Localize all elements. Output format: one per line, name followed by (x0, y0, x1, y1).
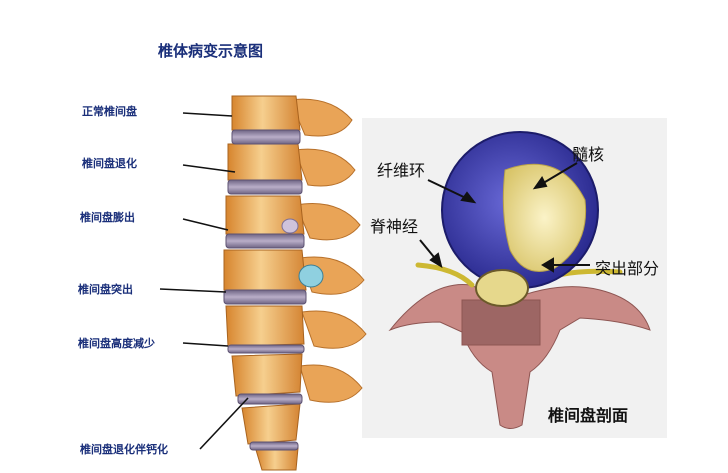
label-normal-disc: 正常椎间盘 (82, 105, 137, 118)
label-disc-herniation: 椎间盘突出 (78, 283, 133, 296)
intervertebral-discs (223, 129, 307, 451)
label-disc-calcification: 椎间盘退化伴钙化 (80, 443, 168, 456)
spinal-canal (475, 269, 529, 307)
protrusion-marker (298, 264, 324, 288)
spine-leader-lines (159, 112, 249, 450)
cross-section-arrows (419, 162, 590, 273)
label-disc-bulge: 椎间盘膨出 (80, 211, 135, 224)
label-annulus: 纤维环 (377, 161, 426, 180)
bulge-marker (281, 218, 299, 234)
diagram-title: 椎体病变示意图 (158, 42, 264, 60)
vertebral-bodies (223, 95, 307, 471)
label-nucleus: 髓核 (572, 145, 605, 164)
cross-section-caption: 椎间盘剖面 (548, 406, 629, 425)
cross-section-bone (388, 284, 651, 429)
label-protrusion: 突出部分 (595, 259, 660, 278)
label-disc-height-reduction: 椎间盘高度减少 (78, 337, 155, 350)
label-disc-degeneration: 椎间盘退化 (82, 157, 137, 170)
label-spinal-nerve: 脊神经 (370, 217, 419, 236)
